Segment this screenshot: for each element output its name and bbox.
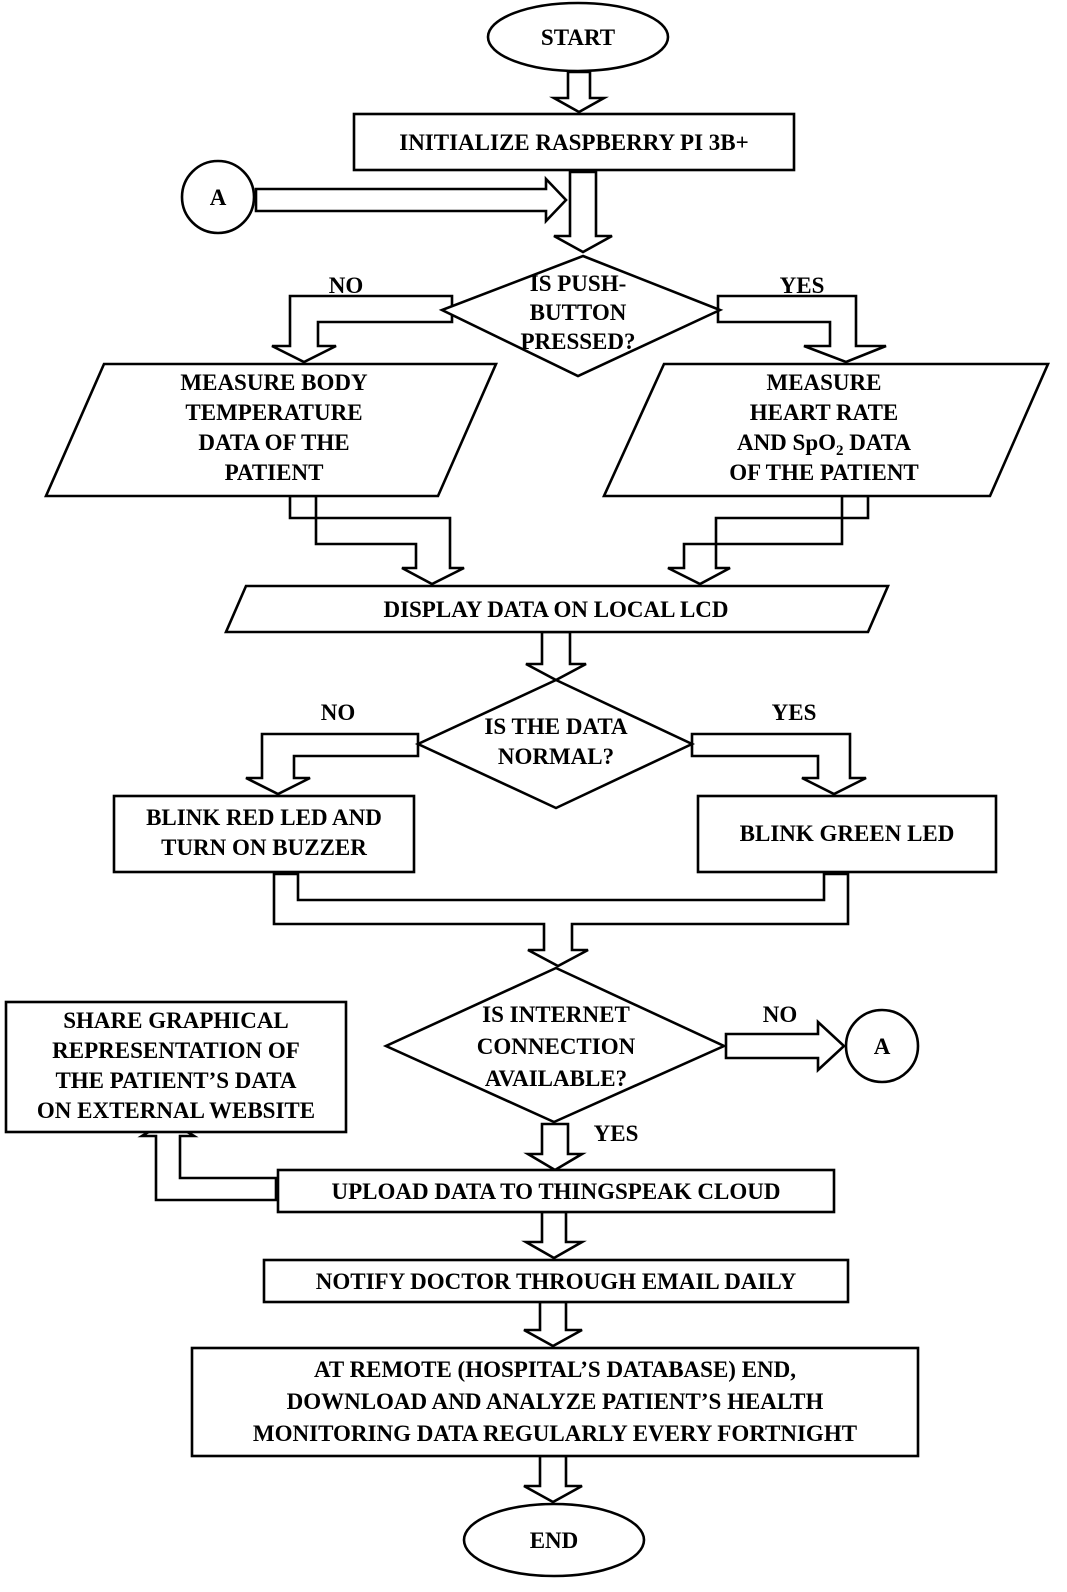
init-label: INITIALIZE RASPBERRY PI 3B+ — [399, 130, 749, 155]
notify-doctor-box — [262, 1258, 850, 1304]
measure-hr-line2: HEART RATE — [750, 400, 899, 425]
measure-heart-rate-io — [601, 362, 1050, 498]
arrow-internet-yes-to-upload — [523, 1122, 587, 1172]
red-led-line2: TURN ON BUZZER — [161, 835, 367, 860]
decision-normal-line1: IS THE DATA — [484, 714, 628, 739]
start-label: START — [541, 25, 615, 50]
upload-label: UPLOAD DATA TO THINGSPEAK CLOUD — [331, 1179, 780, 1204]
decision-internet-available — [382, 966, 728, 1124]
measure-temp-line2: TEMPERATURE — [185, 400, 362, 425]
arrow-normal-yes-to-green-led — [690, 732, 867, 796]
remote-line3: MONITORING DATA REGULARLY EVERY FORTNIGH… — [253, 1421, 857, 1446]
share-line3: THE PATIENT’S DATA — [55, 1068, 296, 1093]
decision-internet-line1: IS INTERNET — [482, 1002, 630, 1027]
green-led-box — [696, 794, 998, 874]
measure-temp-line1: MEASURE BODY — [180, 370, 368, 395]
arrow-push-no-to-temp — [271, 294, 454, 364]
red-led-line1: BLINK RED LED AND — [146, 805, 382, 830]
arrow-init-to-push-decision — [553, 170, 613, 254]
notify-label: NOTIFY DOCTOR THROUGH EMAIL DAILY — [316, 1269, 797, 1294]
decision-push-button — [438, 254, 724, 378]
start-terminator — [486, 1, 670, 73]
arrow-normal-no-to-red-led — [245, 732, 420, 796]
arrow-start-to-init — [549, 70, 609, 114]
share-line2: REPRESENTATION OF — [52, 1038, 300, 1063]
measure-hr-line3-sub: 2 — [836, 443, 844, 459]
connector-a-right — [844, 1008, 920, 1084]
red-led-buzzer-box — [112, 794, 416, 874]
remote-analysis-box — [190, 1346, 920, 1458]
remote-line2: DOWNLOAD AND ANALYZE PATIENT’S HEALTH — [287, 1389, 824, 1414]
arrow-remote-to-end — [523, 1454, 583, 1504]
init-process-box — [352, 112, 796, 172]
connector-a-right-label: A — [874, 1034, 891, 1059]
display-label: DISPLAY DATA ON LOCAL LCD — [383, 597, 728, 622]
measure-temp-line4: PATIENT — [225, 460, 324, 485]
decision-push-line1: IS PUSH- — [530, 271, 627, 296]
share-line1: SHARE GRAPHICAL — [63, 1008, 289, 1033]
end-label: END — [530, 1528, 579, 1553]
decision-push-line3: PRESSED? — [520, 329, 635, 354]
upload-thingspeak-box — [276, 1168, 836, 1214]
measure-hr-line4: OF THE PATIENT — [729, 460, 919, 485]
share-website-box — [4, 1000, 348, 1134]
end-terminator — [462, 1502, 646, 1578]
decision-normal-line2: NORMAL? — [498, 744, 614, 769]
display-lcd-io — [224, 584, 890, 634]
measure-hr-line3: AND SpO2 DATA — [737, 430, 911, 459]
decision-data-normal — [414, 678, 696, 810]
arrow-display-to-normal-decision — [525, 630, 587, 682]
arrow-temp-to-display — [288, 494, 465, 586]
decision-internet-line2: CONNECTION — [477, 1034, 636, 1059]
normal-yes-label: YES — [772, 700, 817, 725]
arrow-connector-a-to-loop — [254, 175, 568, 225]
measure-hr-line3-pre: AND SpO — [737, 430, 836, 455]
measure-hr-line1: MEASURE — [766, 370, 881, 395]
push-yes-label: YES — [780, 273, 825, 298]
arrow-internet-no-to-connector-a — [724, 1019, 846, 1073]
measure-temperature-io — [44, 362, 498, 498]
measure-hr-line3-post: DATA — [844, 430, 912, 455]
internet-no-label: NO — [763, 1002, 798, 1027]
measure-temp-line3: DATA OF THE — [198, 430, 349, 455]
share-line4: ON EXTERNAL WEBSITE — [37, 1098, 315, 1123]
normal-no-label: NO — [321, 700, 356, 725]
connector-a-left — [180, 159, 256, 235]
arrow-notify-to-remote — [523, 1300, 583, 1348]
arrow-hr-to-display — [667, 494, 870, 586]
arrow-push-yes-to-hr — [716, 294, 887, 364]
push-no-label: NO — [329, 273, 364, 298]
green-led-label: BLINK GREEN LED — [740, 821, 955, 846]
remote-line1: AT REMOTE (HOSPITAL’S DATABASE) END, — [314, 1357, 796, 1382]
internet-yes-label: YES — [594, 1121, 639, 1146]
arrow-upload-to-notify — [521, 1210, 587, 1260]
decision-push-line2: BUTTON — [530, 300, 627, 325]
decision-internet-line3: AVAILABLE? — [485, 1066, 627, 1091]
arrow-led-merge-to-internet-decision — [272, 872, 850, 968]
connector-a-left-label: A — [210, 185, 227, 210]
